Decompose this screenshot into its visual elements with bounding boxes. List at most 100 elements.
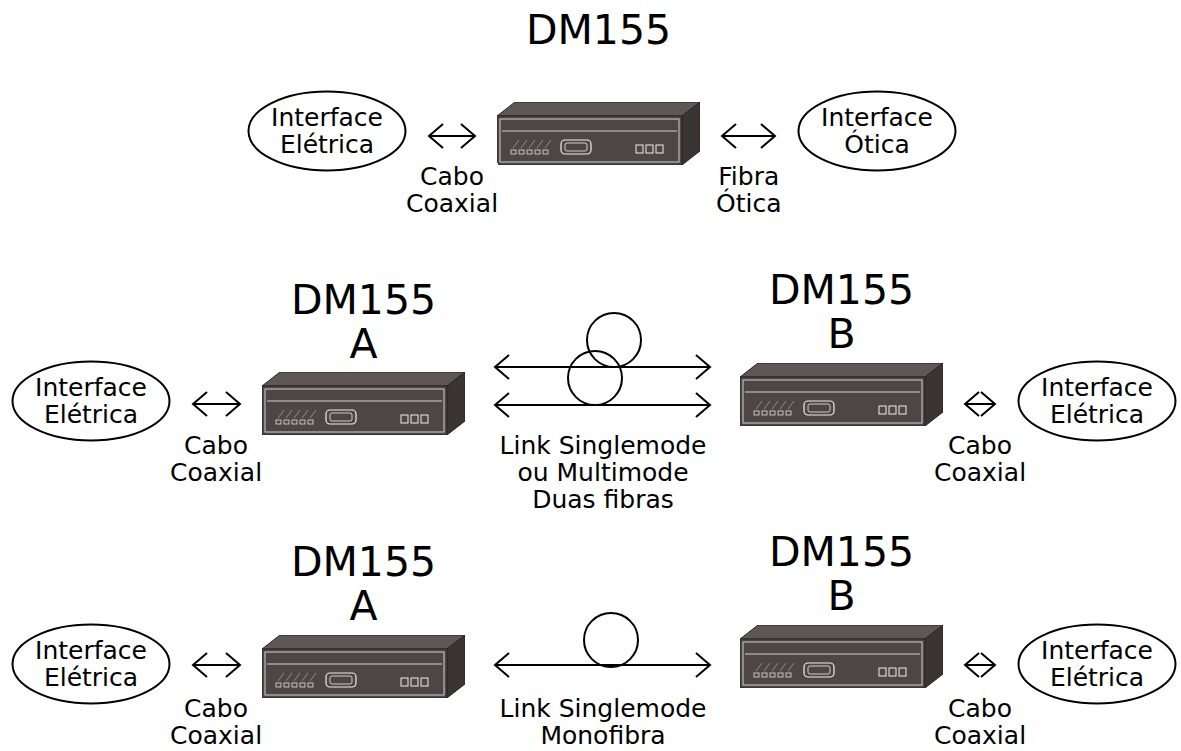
edge-label: Cabo Coaxial <box>170 432 262 486</box>
device-led <box>543 150 548 154</box>
connector-line <box>965 403 995 405</box>
device-led-mark <box>788 401 794 409</box>
device-port-inner <box>808 404 830 412</box>
device-title-area: DM155 A <box>262 540 465 628</box>
connector-arrow <box>193 392 240 416</box>
device-side <box>682 102 700 165</box>
device-led-mark <box>302 410 308 418</box>
device-led <box>511 150 516 154</box>
interface-label: Interface Elétrica <box>26 637 156 691</box>
device-led <box>300 683 305 687</box>
device-led <box>527 150 532 154</box>
device-led-mark <box>756 401 762 409</box>
device-port-inner <box>330 413 352 421</box>
device-illustration <box>740 625 943 688</box>
ellipse-text-area: Interface Elétrica <box>11 623 171 705</box>
ellipse-shape <box>1019 362 1176 441</box>
device-unit: DM155 A <box>262 540 465 698</box>
device-led <box>292 683 297 687</box>
device-frame <box>743 380 922 423</box>
interface-label: Interface Elétrica <box>1032 374 1162 428</box>
device-led <box>770 411 775 415</box>
arrow-head <box>722 124 736 148</box>
device-led-mark <box>545 140 551 148</box>
device-led <box>308 420 313 424</box>
connector-line <box>965 664 995 666</box>
interface-label: Interface Elétrica <box>262 104 392 158</box>
interface-ellipse: Interface Elétrica <box>1017 360 1177 442</box>
device-unit: DM155 B <box>740 530 943 688</box>
device-led-mark <box>788 663 794 671</box>
arrow-head <box>193 653 207 677</box>
device-led <box>762 673 767 677</box>
device-port-inner <box>330 676 352 684</box>
device-port <box>326 673 356 687</box>
edge-label: Link Singlemode ou Multimode Duas fibras <box>483 432 723 513</box>
device-led-mark <box>278 673 284 681</box>
device-led-mark <box>772 663 778 671</box>
device-led <box>276 420 281 424</box>
device-led <box>300 420 305 424</box>
edge-label: Link Singlemode Monofibra <box>483 695 723 749</box>
device-port-inner <box>808 666 830 674</box>
edge-label: Cabo Coaxial <box>934 695 1026 749</box>
arrow-head <box>965 653 979 677</box>
device-jack <box>411 678 418 686</box>
connector-arrow <box>722 124 775 148</box>
device-side <box>447 635 465 698</box>
arrow-head <box>696 653 710 677</box>
device-led <box>276 683 281 687</box>
ellipse-text-area: Interface Elétrica <box>247 90 407 172</box>
edge-label: Cabo Coaxial <box>406 163 498 217</box>
connector-line <box>193 403 240 405</box>
ellipse-text-area: Interface Elétrica <box>11 360 171 442</box>
device-led-mark <box>286 673 292 681</box>
device-title: DM155 <box>526 8 671 52</box>
device-title-area: DM155 <box>497 8 700 52</box>
device-jack <box>401 678 408 686</box>
connector-line <box>722 135 775 137</box>
device-top <box>262 372 465 386</box>
device-led-mark <box>294 673 300 681</box>
arrow-head <box>429 124 443 148</box>
device-side <box>925 625 943 688</box>
ellipse-shape <box>799 92 956 171</box>
device-title: DM155 B <box>769 530 914 618</box>
ellipse-shape <box>13 362 170 441</box>
connector-arrow <box>193 653 240 677</box>
device-top <box>262 635 465 649</box>
device-led <box>284 683 289 687</box>
connector-arrow <box>495 393 710 417</box>
device-title: DM155 A <box>291 278 436 366</box>
arrow-head <box>226 392 240 416</box>
connector-arrow <box>429 124 475 148</box>
arrow-head <box>761 124 775 148</box>
device-frame <box>265 389 444 432</box>
device-side <box>925 363 943 426</box>
device-led-mark <box>521 140 527 148</box>
device-title: DM155 A <box>291 540 436 628</box>
arrow-head <box>696 355 710 379</box>
device-led-mark <box>772 401 778 409</box>
device-jack <box>636 145 643 153</box>
device-stripe <box>745 392 920 393</box>
device-title-area: DM155 A <box>262 278 465 366</box>
device-led-mark <box>278 410 284 418</box>
device-led <box>284 420 289 424</box>
device-led-mark <box>310 410 316 418</box>
device-stripe <box>267 664 442 665</box>
arrow-head <box>193 392 207 416</box>
arrow-head <box>495 653 509 677</box>
device-jack <box>879 406 886 414</box>
device-jack <box>646 145 653 153</box>
device-led-mark <box>764 401 770 409</box>
connector-arrow <box>965 653 995 677</box>
device-led-mark <box>537 140 543 148</box>
device-jack <box>889 406 896 414</box>
interface-ellipse: Interface Ótica <box>797 90 957 172</box>
interface-ellipse: Interface Elétrica <box>11 360 171 442</box>
device-top <box>740 363 943 377</box>
device-led <box>786 411 791 415</box>
device-jack <box>421 415 428 423</box>
device-front <box>262 386 447 435</box>
